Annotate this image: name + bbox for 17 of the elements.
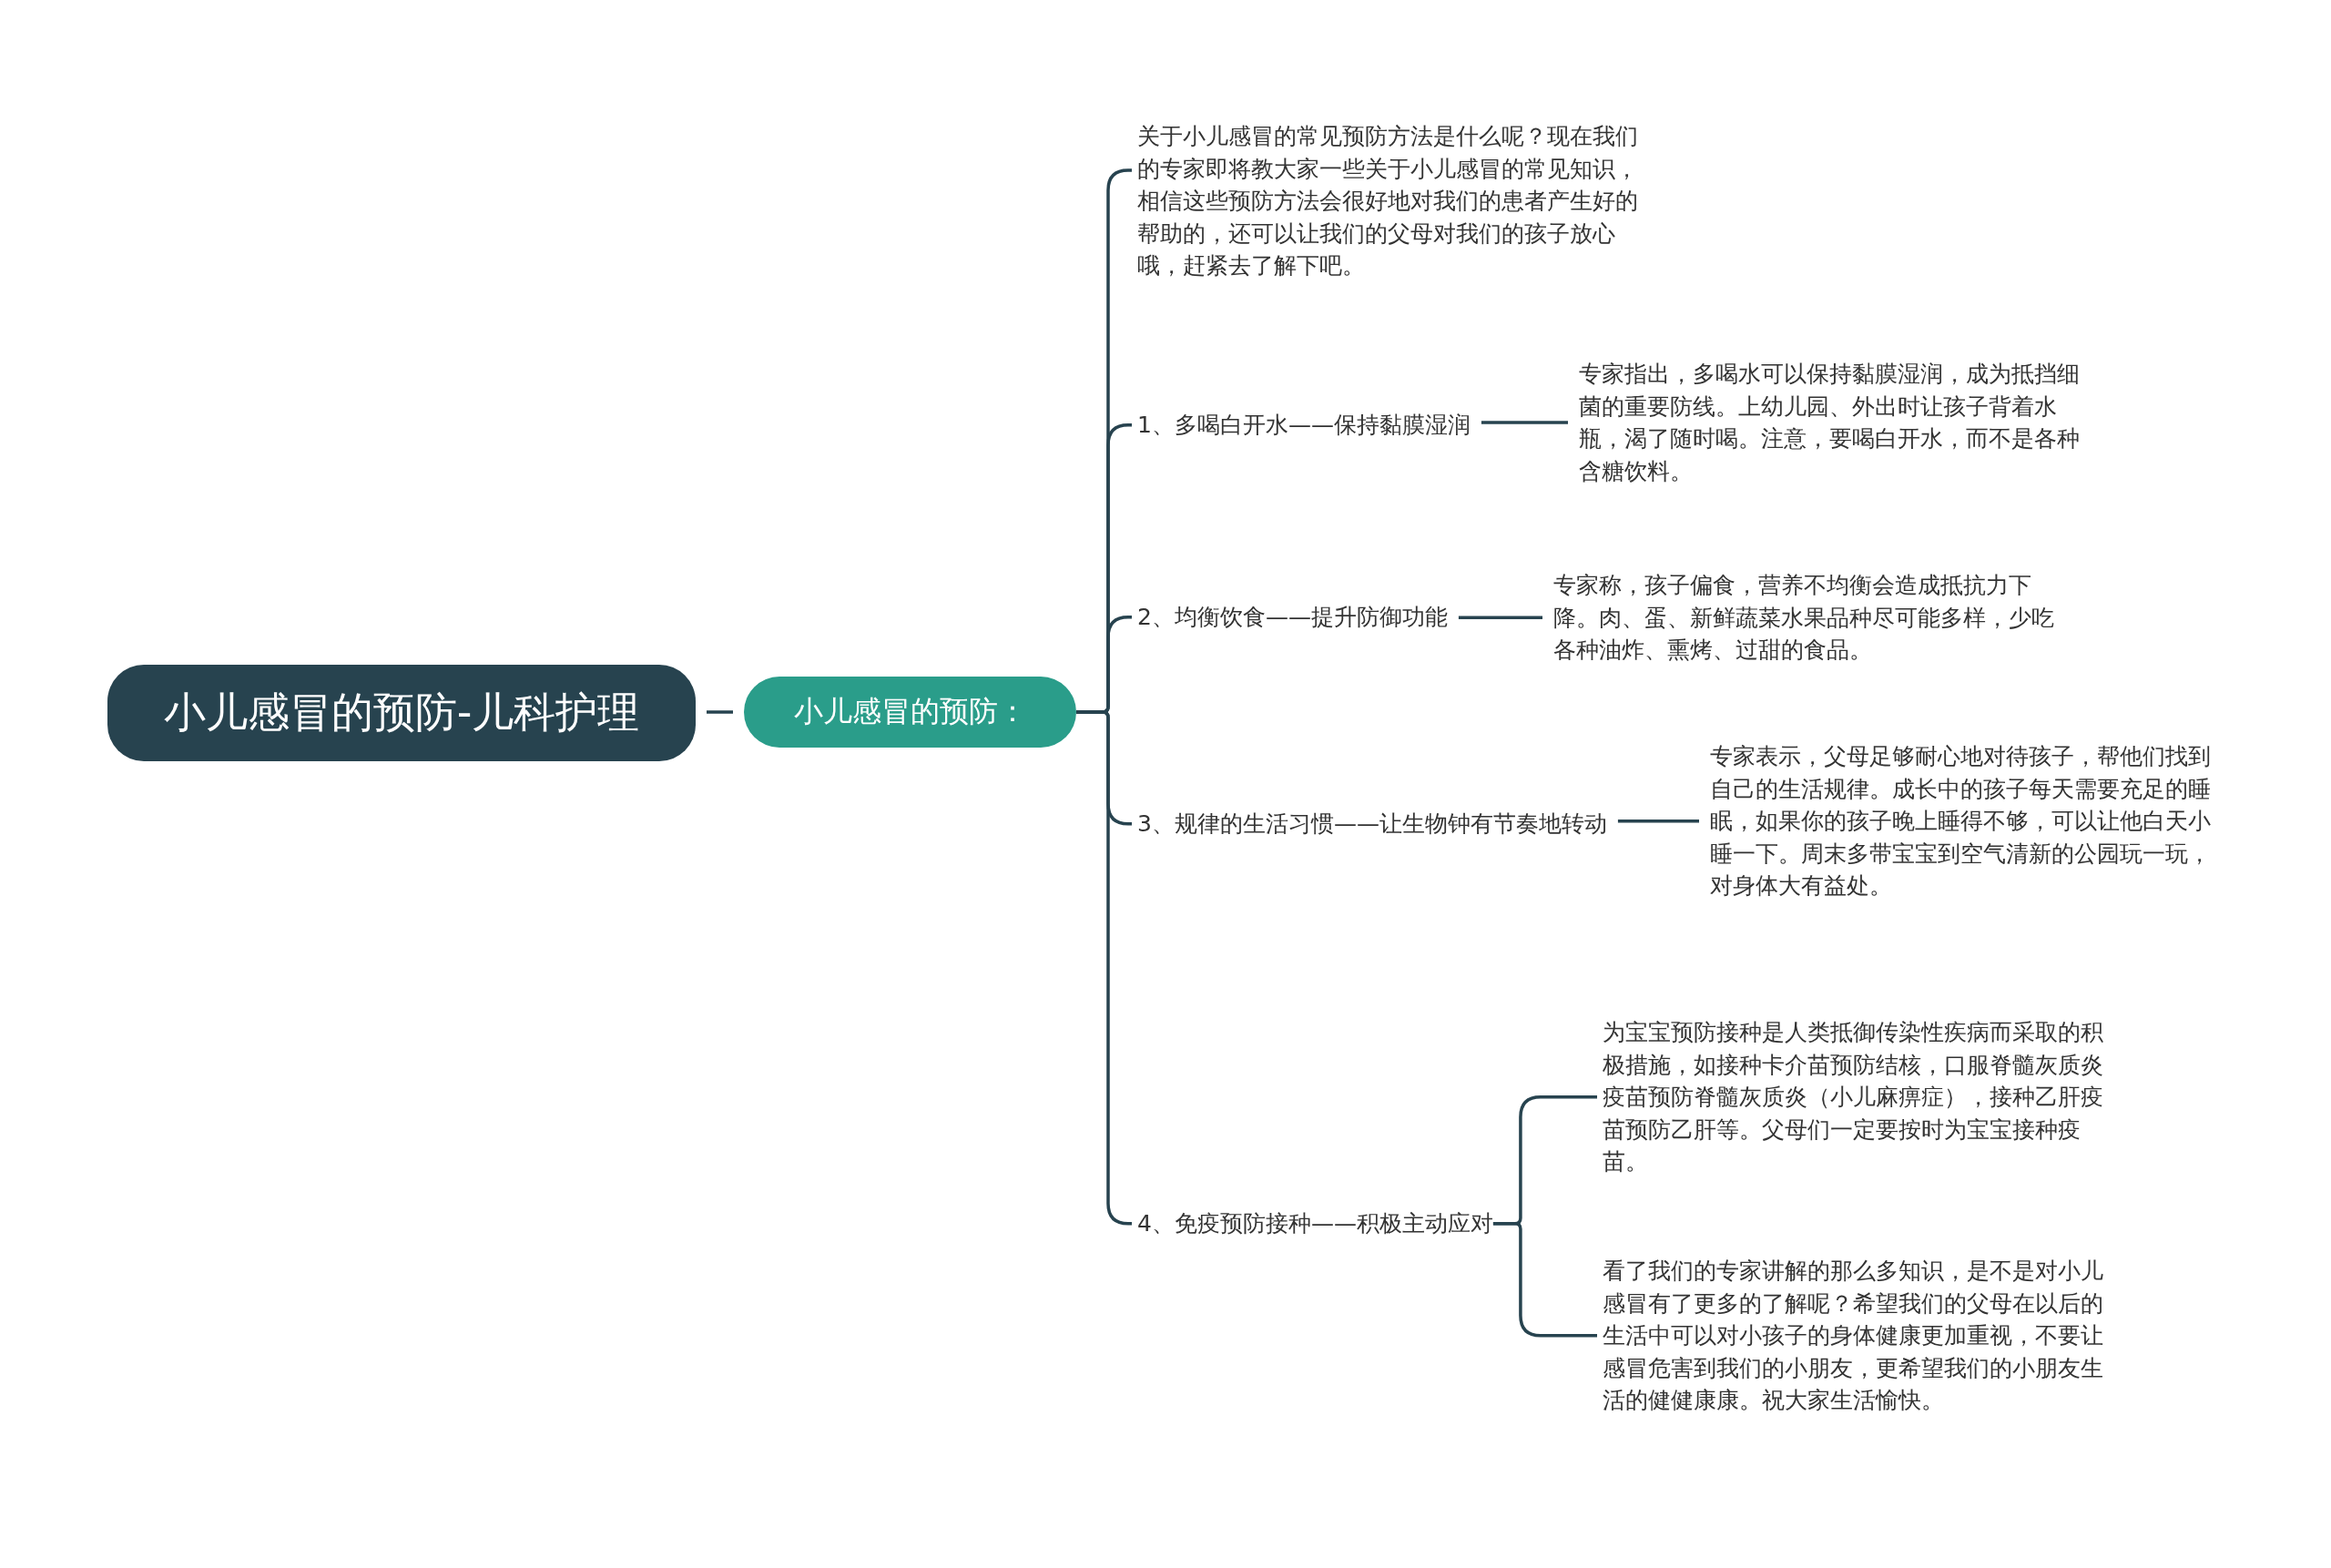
connector-line (1492, 1222, 1597, 1338)
note-text: 专家表示，父母足够耐心地对待孩子，帮他们找到自己的生活规律。成长中的孩子每天需要充足的睡眠，如果你的孩子晚上睡得不够，可以让他白天小睡一下。周末多带宝宝到空气清新的公园玩一玩，对身体大有益处。 (1710, 740, 2229, 902)
connector-line (707, 710, 733, 714)
branch-text: 2、均衡饮食——提升防御功能 (1137, 601, 1448, 634)
topic-pill: 小儿感冒的预防： (744, 677, 1076, 748)
branch-text: 3、规律的生活习惯——让生物钟有节奏地转动 (1137, 808, 1607, 840)
note-text: 看了我们的专家讲解的那么多知识，是不是对小儿感冒有了更多的了解呢？希望我们的父母在以后的生活中可以对小孩子的身体健康更加重视，不要让感冒危害到我们的小朋友，更希望我们的小朋友生活的健健康康。祝大家生活愉快。 (1603, 1255, 2122, 1417)
connector-line (1458, 616, 1542, 619)
note-text: 专家指出，多喝水可以保持黏膜湿润，成为抵挡细菌的重要防线。上幼儿园、外出时让孩子背着水瓶，渴了随时喝。注意，要喝白开水，而不是各种含糖饮料。 (1579, 358, 2098, 487)
note-text: 为宝宝预防接种是人类抵御传染性疾病而采取的积极措施，如接种卡介苗预防结核，口服脊髓灰质炎疫苗预防脊髓灰质炎（小儿麻痹症），接种乙肝疫苗预防乙肝等。父母们一定要按时为宝宝接种疫苗。 (1603, 1016, 2122, 1178)
branch-text: 4、免疫预防接种——积极主动应对 (1137, 1207, 1493, 1240)
connector-line (1617, 820, 1699, 823)
note-text: 专家称，孩子偏食，营养不均衡会造成抵抗力下降。肉、蛋、新鲜蔬菜水果品种尽可能多样，少吃各种油炸、熏烤、过甜的食品。 (1553, 569, 2072, 667)
topic-pill: 小儿感冒的预防-儿科护理 (107, 665, 696, 761)
connector-line (1481, 421, 1568, 424)
branch-text: 1、多喝白开水——保持黏膜湿润 (1137, 409, 1471, 442)
note-text: 关于小儿感冒的常见预防方法是什么呢？现在我们的专家即将教大家一些关于小儿感冒的常见知识，相信这些预防方法会很好地对我们的患者产生好的帮助的，还可以让我们的父母对我们的孩子放心哦，赶紧去了解下吧。 (1137, 120, 1656, 282)
